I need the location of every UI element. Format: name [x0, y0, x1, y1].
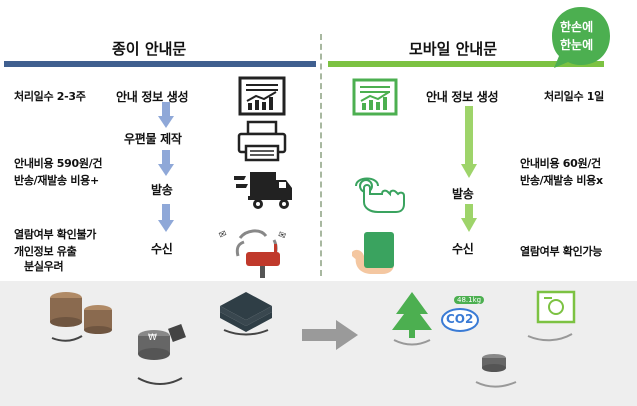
- tree-icon: [392, 292, 432, 346]
- mobile-arrow-1: [461, 106, 477, 178]
- badge: 한손에 한눈에: [548, 4, 614, 70]
- paper-privacy-1: 개인정보 유출: [14, 245, 77, 258]
- mobile-step-2: 발송: [452, 187, 474, 201]
- paper-arrow-2: [158, 150, 174, 176]
- paper-step-3: 발송: [151, 183, 173, 197]
- paper-resend-cost: 반송/재발송 비용+: [14, 174, 99, 187]
- svg-text:✉: ✉: [218, 229, 229, 241]
- paper-cost: 안내비용 590원/건: [14, 157, 103, 170]
- right-arrow-icon: [302, 320, 358, 350]
- paper-arrow-1: [158, 102, 174, 128]
- mobile-arrow-2: [461, 204, 477, 232]
- mobile-report-chart-icon: [352, 78, 398, 116]
- mobile-header-bar: [328, 61, 604, 67]
- co2-label: CO2: [446, 312, 474, 326]
- paper-step-1: 안내 정보 생성: [116, 90, 189, 104]
- document-icon: [527, 290, 576, 342]
- mobile-step-1: 안내 정보 생성: [426, 90, 499, 104]
- mobile-processing-days: 처리일수 1일: [544, 90, 604, 103]
- mobile-view-check: 열람여부 확인가능: [520, 245, 603, 258]
- paper-step-2: 우편물 제작: [124, 132, 182, 146]
- bottom-band: [0, 281, 637, 406]
- svg-text:✉: ✉: [277, 230, 288, 242]
- badge-text-1: 한손에: [560, 20, 594, 34]
- co2-value: 48.1kg: [454, 296, 485, 304]
- paper-arrow-3: [158, 204, 174, 232]
- mobile-title: 모바일 안내문: [409, 40, 498, 58]
- paper-step-4: 수신: [151, 242, 173, 256]
- printer-icon: [237, 120, 287, 162]
- paper-stack-icon: [220, 292, 272, 336]
- mobile-step-3: 수신: [452, 242, 474, 256]
- mobile-resend-cost: 반송/재발송 비용x: [520, 174, 603, 187]
- paper-header-bar: [4, 61, 316, 67]
- paper-processing-days: 처리일수 2-3주: [14, 90, 86, 103]
- touch-hand-icon: [355, 177, 405, 213]
- small-coins-icon: [475, 354, 517, 388]
- paper-privacy-2: 분실우려: [24, 260, 64, 273]
- svg-text:₩: ₩: [148, 333, 157, 343]
- co2-cloud-icon: 48.1kg CO2: [436, 296, 490, 332]
- truck-icon: [234, 172, 292, 209]
- phone-in-hand-icon: [352, 232, 394, 274]
- coins-icon: ₩: [137, 324, 186, 385]
- paper-view-check: 열람여부 확인불가: [14, 228, 97, 241]
- mobile-cost: 안내비용 60원/건: [520, 157, 601, 170]
- badge-text-2: 한눈에: [560, 38, 594, 52]
- report-chart-icon: [238, 76, 286, 116]
- mailbox-icon: ✉ ✉: [218, 229, 288, 278]
- paper-title: 종이 안내문: [112, 40, 187, 58]
- tree-stump-icon: [50, 292, 112, 342]
- section-divider: [320, 34, 322, 276]
